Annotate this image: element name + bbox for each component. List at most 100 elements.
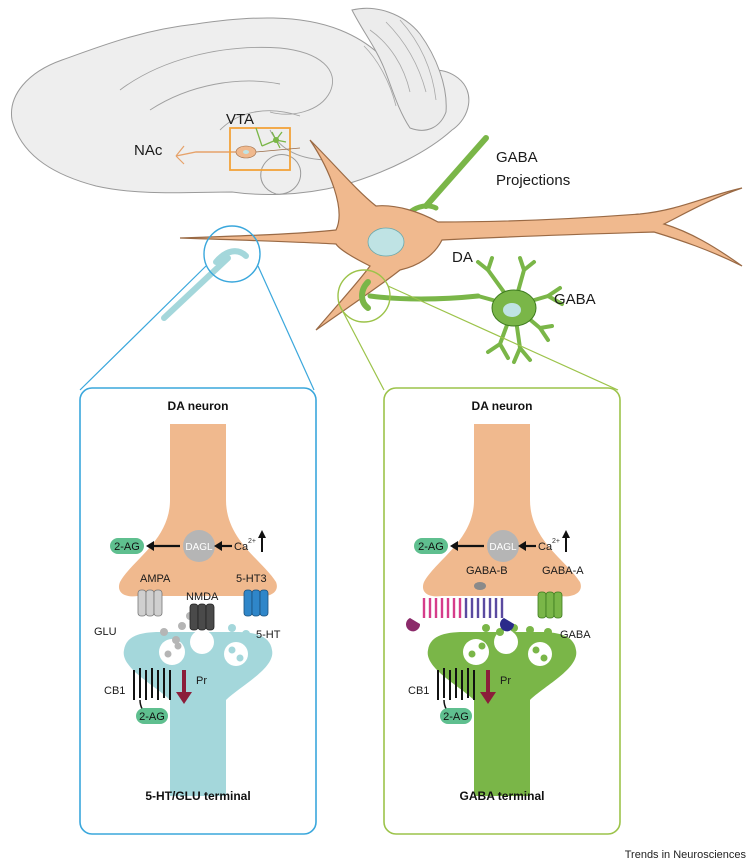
right-gaba-dot xyxy=(540,654,548,662)
right-gaba-released xyxy=(526,626,534,634)
left-glu-released xyxy=(172,636,180,644)
right-panel-footer: GABA terminal xyxy=(460,789,545,803)
left-2ag-pill xyxy=(110,538,144,554)
right-pr-arrow-head xyxy=(480,692,496,704)
left-2ag-lower-label: 2-AG xyxy=(139,711,165,723)
right-cb1-label: CB1 xyxy=(408,685,429,697)
right-2ag-pill xyxy=(414,538,448,554)
right-g-protein xyxy=(474,582,486,590)
zoom-line-left-b xyxy=(257,265,315,391)
right-2ag-label: 2-AG xyxy=(418,541,444,553)
left-vesicle-3 xyxy=(224,642,248,666)
left-cb1-label: CB1 xyxy=(104,685,125,697)
da-nucleus xyxy=(367,227,405,257)
nac-branch xyxy=(175,145,185,165)
right-pr-label: Pr xyxy=(500,675,511,687)
left-panel-title: DA neuron xyxy=(168,399,229,413)
left-5ht-released xyxy=(228,624,236,632)
brainstem xyxy=(260,154,302,195)
brain-illustration: NAc VTA xyxy=(11,7,470,195)
right-ca-sup: 2+ xyxy=(552,538,560,545)
da-neuron-body xyxy=(179,139,743,331)
left-2ag-lower-pill xyxy=(136,708,168,724)
nac-label: NAc xyxy=(134,142,163,159)
da-label: DA xyxy=(452,249,473,266)
left-receptor-5ht3 xyxy=(243,589,269,617)
left-arrow-to-2ag-head xyxy=(146,541,154,551)
right-gaba-a-label: GABA-A xyxy=(542,565,584,577)
left-receptor-nmda-label: NMDA xyxy=(186,591,219,603)
right-gaba-dot xyxy=(468,650,476,658)
cerebellum-folds xyxy=(363,19,437,107)
left-pr-arrow-head xyxy=(176,692,192,704)
teal-terminal xyxy=(161,248,249,321)
brain-outline xyxy=(11,17,470,195)
teal-axon xyxy=(161,255,231,321)
gaba-neuron-label: GABA xyxy=(554,291,596,308)
left-5ht-label: 5-HT xyxy=(256,629,281,641)
gaba-neuron-axon xyxy=(367,293,481,302)
gaba-neuron: GABA xyxy=(359,256,596,364)
zoom-circle-left xyxy=(203,225,261,283)
right-panel-title: DA neuron xyxy=(472,399,533,413)
right-gaba-released xyxy=(482,624,490,632)
right-ca-label: Ca xyxy=(538,541,553,553)
right-arrow-to-2ag-head xyxy=(450,541,458,551)
right-gaba-dot xyxy=(478,642,486,650)
right-gaba-b-label: GABA-B xyxy=(466,565,508,577)
right-gaba-a-receptor xyxy=(537,591,563,619)
left-vesicle-1 xyxy=(159,639,185,665)
left-glu-dot xyxy=(164,650,172,658)
zoom-line-right-b xyxy=(387,285,619,391)
left-2ag-label: 2-AG xyxy=(114,541,140,553)
right-gaba-label: GABA xyxy=(560,629,591,641)
zoom-line-left-a xyxy=(79,265,207,391)
gaba-projections-label-2: Projections xyxy=(496,172,570,189)
left-dagl-label: DAGL xyxy=(185,542,213,553)
vta-label: VTA xyxy=(226,111,254,128)
left-dagl-enzyme xyxy=(183,530,215,562)
cortex-folds xyxy=(119,46,333,161)
left-pr-label: Pr xyxy=(196,675,207,687)
left-receptor-ampa-label: AMPA xyxy=(140,573,171,585)
gaba-projection-axon xyxy=(423,135,489,209)
left-glu-label: GLU xyxy=(94,626,117,638)
gaba-neuron-nucleus xyxy=(503,303,521,317)
journal-credit: Trends in Neurosciences xyxy=(625,849,747,861)
da-neuron: DA xyxy=(179,139,743,331)
teal-bouton xyxy=(213,248,249,265)
mini-gaba-soma xyxy=(273,137,279,143)
right-gaba-b-receptor xyxy=(406,598,515,632)
left-receptor-ampa xyxy=(137,589,163,617)
right-2ag-lower-label: 2-AG xyxy=(443,711,469,723)
right-da-postsynapse xyxy=(422,424,581,597)
left-panel: DA neuron DAGL 2-AG Ca 2+ AMPA xyxy=(79,387,317,835)
left-glu-dot xyxy=(174,642,182,650)
right-dagl-label: DAGL xyxy=(489,542,517,553)
gaba-neuron-terminal xyxy=(359,279,371,311)
left-5ht-dot xyxy=(228,646,236,654)
right-panel: DA neuron DAGL 2-AG Ca 2+ GABA-B xyxy=(383,387,621,835)
left-ca-sup: 2+ xyxy=(248,538,256,545)
left-panel-footer: 5-HT/GLU terminal xyxy=(145,789,250,803)
cerebellum xyxy=(351,7,447,131)
right-arrow-from-ca-head xyxy=(518,541,526,551)
right-gaba-released xyxy=(496,628,504,636)
gaba-projections-label-1: GABA xyxy=(496,149,538,166)
left-ca-up-arrow-head xyxy=(258,530,266,538)
right-vesicle-1 xyxy=(463,639,489,665)
left-5ht-marker xyxy=(242,630,250,638)
mini-gaba-neuron xyxy=(255,127,287,149)
left-receptor-5ht3-label: 5-HT3 xyxy=(236,573,267,585)
right-gaba-marker xyxy=(544,628,552,636)
nac-projection xyxy=(175,151,236,157)
right-vesicle-3 xyxy=(528,642,552,666)
zoom-circle-right xyxy=(337,269,391,323)
zoom-line-right-a xyxy=(339,305,385,391)
left-presynaptic-terminal xyxy=(123,632,273,796)
left-glu-marker xyxy=(160,628,168,636)
mini-da-axon xyxy=(255,147,301,153)
right-2ag-lower-pill xyxy=(440,708,472,724)
left-glu-released xyxy=(178,622,186,630)
